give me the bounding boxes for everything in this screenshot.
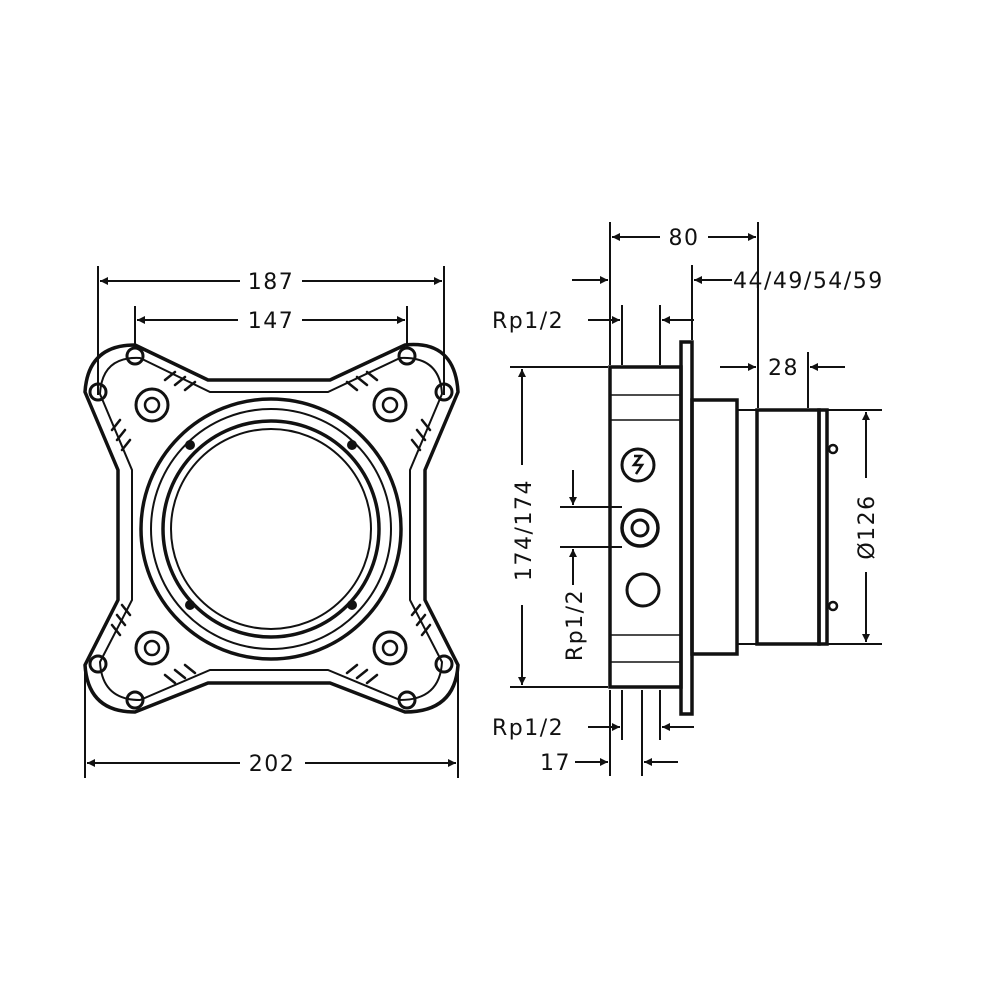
mounting-plate-outline xyxy=(83,342,460,714)
port-center-icon xyxy=(620,508,660,548)
front-dimension-lines xyxy=(84,266,459,778)
front-view: 187 147 202 xyxy=(83,266,460,778)
corner-holes xyxy=(88,346,454,710)
dim-147-label: 147 xyxy=(248,309,295,334)
dim-28-label: 28 xyxy=(768,356,799,381)
dim-80-label: 80 xyxy=(669,226,700,251)
ring-inner xyxy=(161,419,381,639)
dim-187-label: 187 xyxy=(248,270,295,295)
ring-core xyxy=(170,428,372,630)
thread-top-label: Rp1/2 xyxy=(492,309,564,334)
pin-icon xyxy=(827,600,839,612)
cover-cylinder xyxy=(736,409,758,645)
ring-mid xyxy=(150,408,392,650)
port-bottom-icon xyxy=(625,572,661,608)
cover-rim xyxy=(817,408,829,646)
pin-icon xyxy=(827,443,839,455)
cover-body xyxy=(755,408,821,646)
dim-202-label: 202 xyxy=(249,752,296,777)
dim-diameter-label: Ø126 xyxy=(855,494,880,559)
ring-rivet xyxy=(347,600,357,610)
adjustment-screws xyxy=(134,387,408,666)
side-view: 80 44/49/54/59 Rp1/2 28 174/174 Rp1/2 Ø1… xyxy=(492,222,884,776)
dim-17-label: 17 xyxy=(540,751,571,776)
thread-vertical-label: Rp1/2 xyxy=(563,589,588,661)
sleeve xyxy=(690,398,739,656)
thread-bottom-label: Rp1/2 xyxy=(492,716,564,741)
dim-height-label: 174/174 xyxy=(512,479,537,581)
dim-adjust-label: 44/49/54/59 xyxy=(733,269,884,294)
ring-rivet xyxy=(185,600,195,610)
port-top-icon xyxy=(620,447,656,483)
plate-slots xyxy=(110,370,432,685)
side-dimension-lines xyxy=(510,222,882,776)
ring-outer xyxy=(139,397,403,661)
ring-rivet xyxy=(347,440,357,450)
ring-rivet xyxy=(185,440,195,450)
